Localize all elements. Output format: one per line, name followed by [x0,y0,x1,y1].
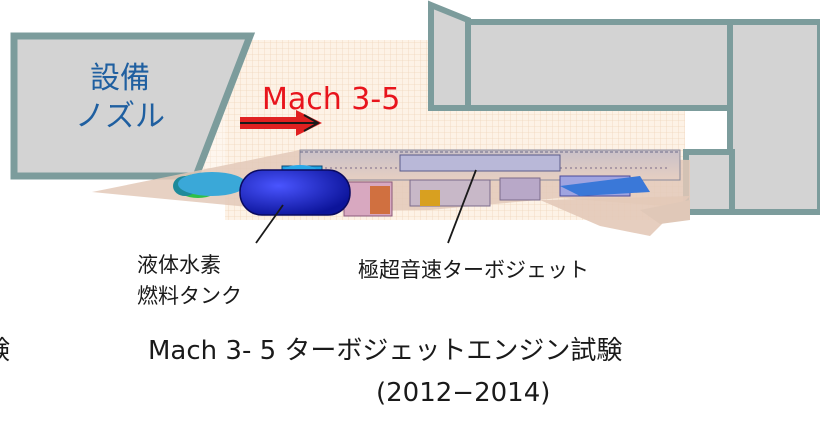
diffuser-lower-block [683,149,735,215]
diffuser-duct-end [727,19,820,215]
nozzle-label: 設備 ノズル [60,60,180,136]
hydrogen-tank-label-line2: 燃料タンク [137,284,242,308]
flow-arrow [240,110,322,136]
cutoff-caption-fragment: 験 [0,330,10,367]
nozzle-label-line2: ノズル [75,99,165,134]
turbojet-leader [447,169,477,244]
caption-years: (2012−2014) [376,378,551,408]
test-vehicle [92,149,690,236]
figure-caption: Mach 3- 5 ターボジェットエンジン試験 [148,336,623,366]
hydrogen-tank-leader [255,204,284,244]
mach-number-label: Mach 3-5 [262,82,401,117]
turbojet-label: 極超音速ターボジェット [358,258,589,282]
hydrogen-tank-label: 液体水素 燃料タンク [137,250,242,312]
diffuser-inlet-lip [428,0,471,111]
hydrogen-tank-label-line1: 液体水素 [137,253,221,277]
hydrogen-tank [239,169,351,216]
nozzle-label-line1: 設備 [90,61,150,96]
